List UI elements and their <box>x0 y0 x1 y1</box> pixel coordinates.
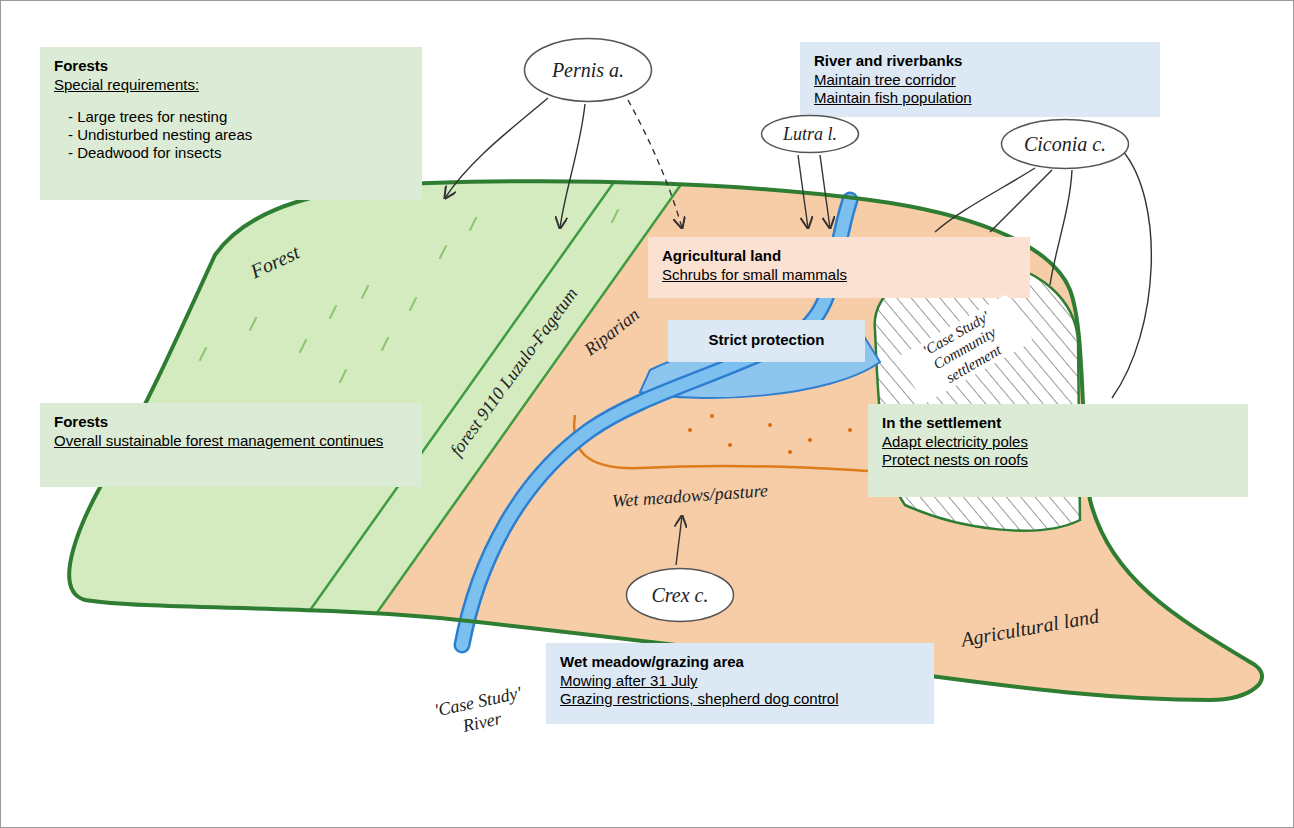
species-name: Crex c. <box>651 584 708 607</box>
leader-arrow <box>798 155 808 228</box>
leader-arrow <box>820 155 830 228</box>
species-name: Pernis a. <box>552 59 624 82</box>
leader-line <box>1112 150 1151 398</box>
measure-box: Strict protection <box>668 320 865 362</box>
box-heading: Wet meadow/grazing area <box>560 653 920 671</box>
leader-line <box>990 170 1052 232</box>
species-ellipse: Crex c. <box>625 567 735 623</box>
measure-text: Adapt electricity poles <box>882 433 1234 451</box>
box-heading: Forests <box>54 57 408 75</box>
species-name: Ciconia c. <box>1024 133 1106 156</box>
map-label: Agricultural land <box>959 605 1100 652</box>
leader-arrow <box>560 104 585 228</box>
measure-box: Agricultural landSchrubs for small mamma… <box>648 237 1030 298</box>
species-ellipse: Ciconia c. <box>1000 118 1130 170</box>
leader-line <box>1050 170 1072 285</box>
box-heading: Agricultural land <box>662 247 1016 265</box>
meadow-dots <box>688 414 882 454</box>
box-heading: River and riverbanks <box>814 52 1146 70</box>
ellipse-shape <box>627 569 734 622</box>
species-name: Lutra l. <box>783 124 837 145</box>
measure-text: Maintain tree corridor <box>814 71 1146 89</box>
measure-box: ForestsOverall sustainable forest manage… <box>40 403 422 487</box>
map-label: Riparian <box>580 304 643 360</box>
map-label: Wet meadows/pasture <box>611 480 768 512</box>
measure-box: In the settlementAdapt electricity poles… <box>868 404 1248 497</box>
map-label: forest 9110 Luzulo-Fagetum <box>446 284 582 460</box>
species-ellipse: Pernis a. <box>523 37 653 103</box>
map-label: 'Case Study' Community settlement <box>897 294 1033 404</box>
leader-arrow <box>445 98 548 198</box>
leader-line <box>935 168 1035 232</box>
measure-text: Grazing restrictions, shepherd dog contr… <box>560 690 920 708</box>
measure-text: Schrubs for small mammals <box>662 266 1016 284</box>
measure-text: Overall sustainable forest management co… <box>54 432 408 450</box>
leader-arrow <box>676 516 682 565</box>
ellipse-shape <box>525 39 652 102</box>
ellipse-shape <box>1002 120 1129 169</box>
map-label: Forest <box>247 241 303 284</box>
measure-text: Strict protection <box>682 330 851 349</box>
map-label: 'Case Study' River <box>422 680 538 743</box>
measure-text: Maintain fish population <box>814 89 1146 107</box>
measure-box: ForestsSpecial requirements: - Large tree… <box>40 47 422 200</box>
leader-arrow <box>628 100 682 228</box>
measure-text: - Undisturbed nesting areas <box>54 126 408 144</box>
measure-text: Protect nests on roofs <box>882 451 1234 469</box>
box-heading: In the settlement <box>882 414 1234 432</box>
measure-text: - Large trees for nesting <box>54 108 408 126</box>
measure-text: Mowing after 31 July <box>560 672 920 690</box>
measure-box: River and riverbanksMaintain tree corrid… <box>800 42 1160 117</box>
ellipse-shape <box>762 116 859 153</box>
species-ellipse: Lutra l. <box>760 114 860 154</box>
box-heading: Forests <box>54 413 408 431</box>
measure-text: Special requirements: <box>54 76 408 94</box>
measure-box: Wet meadow/grazing areaMowing after 31 J… <box>546 643 934 724</box>
measure-text: - Deadwood for insects <box>54 144 408 162</box>
